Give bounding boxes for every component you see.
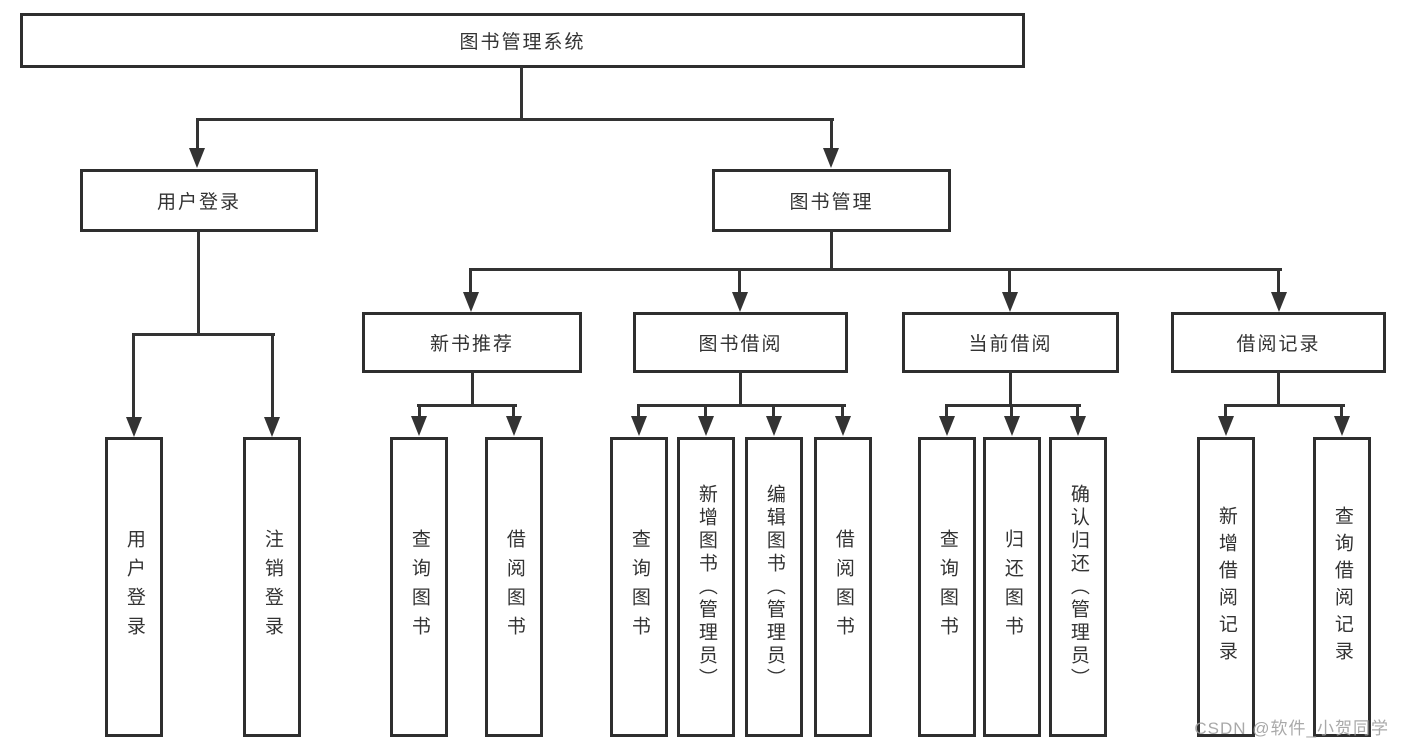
arrowhead-down-icon <box>463 292 479 312</box>
node-label: 查询图书 <box>936 529 958 645</box>
arrowhead-down-icon <box>126 417 142 437</box>
arrowhead-down-icon <box>1271 292 1287 312</box>
connector-line <box>945 404 1081 407</box>
connector-line <box>1340 404 1343 420</box>
node-library-management-system: 图书管理系统 <box>20 13 1025 68</box>
node-label: 图书借阅 <box>698 334 783 355</box>
node-label: 图书管理系统 <box>459 32 586 53</box>
arrowhead-down-icon <box>732 292 748 312</box>
arrowhead-down-icon <box>631 416 647 436</box>
arrowhead-down-icon <box>835 416 851 436</box>
connector-line <box>132 333 135 421</box>
node-leaf-borrow-books-recommend: 借阅图书 <box>485 437 543 737</box>
arrowhead-down-icon <box>1002 292 1018 312</box>
connector-line <box>1277 371 1280 407</box>
arrowhead-down-icon <box>264 417 280 437</box>
connector-line <box>1224 404 1345 407</box>
connector-line <box>1076 404 1079 420</box>
node-leaf-borrow-books: 借阅图书 <box>814 437 872 737</box>
node-label: 借阅记录 <box>1236 334 1321 355</box>
connector-line <box>738 268 741 296</box>
connector-line <box>841 404 844 420</box>
connector-line <box>417 404 517 407</box>
connector-line <box>520 66 523 120</box>
arrowhead-down-icon <box>1218 416 1234 436</box>
node-book-borrowing: 图书借阅 <box>633 312 848 373</box>
connector-line <box>271 333 274 421</box>
node-leaf-query-books-recommend: 查询图书 <box>390 437 448 737</box>
connector-line <box>637 404 640 420</box>
connector-line <box>1009 371 1012 407</box>
arrowhead-down-icon <box>698 416 714 436</box>
node-label: 新增图书（管理员） <box>695 483 717 691</box>
node-label: 编辑图书（管理员） <box>763 483 785 691</box>
arrowhead-down-icon <box>823 148 839 168</box>
node-leaf-query-borrow-record: 查询借阅记录 <box>1313 437 1371 737</box>
connector-line <box>1008 268 1011 296</box>
node-label: 查询借阅记录 <box>1331 506 1353 668</box>
node-label: 新增借阅记录 <box>1215 506 1237 668</box>
arrowhead-down-icon <box>939 416 955 436</box>
node-leaf-user-login: 用户登录 <box>105 437 163 737</box>
arrowhead-down-icon <box>411 416 427 436</box>
node-label: 用户登录 <box>123 529 145 645</box>
node-borrowing-records: 借阅记录 <box>1171 312 1386 373</box>
arrowhead-down-icon <box>1334 416 1350 436</box>
connector-line <box>512 404 515 420</box>
node-current-borrowing: 当前借阅 <box>902 312 1119 373</box>
connector-line <box>196 118 199 152</box>
node-label: 用户登录 <box>156 192 241 213</box>
arrowhead-down-icon <box>766 416 782 436</box>
node-label: 图书管理 <box>789 192 874 213</box>
connector-line <box>945 404 948 420</box>
node-label: 新书推荐 <box>429 334 514 355</box>
node-leaf-query-books-borrowing: 查询图书 <box>610 437 668 737</box>
connector-line <box>418 404 421 420</box>
node-new-book-recommend: 新书推荐 <box>362 312 582 373</box>
node-label: 借阅图书 <box>832 529 854 645</box>
node-leaf-logout: 注销登录 <box>243 437 301 737</box>
connector-line <box>704 404 707 420</box>
node-leaf-return-books: 归还图书 <box>983 437 1041 737</box>
connector-line <box>637 404 846 407</box>
node-label: 查询图书 <box>628 529 650 645</box>
node-leaf-edit-books-admin: 编辑图书（管理员） <box>745 437 803 737</box>
node-leaf-query-books-current: 查询图书 <box>918 437 976 737</box>
connector-line <box>830 118 833 152</box>
node-label: 借阅图书 <box>503 529 525 645</box>
node-label: 归还图书 <box>1001 529 1023 645</box>
connector-line <box>1010 404 1013 420</box>
node-label: 确认归还（管理员） <box>1067 483 1089 691</box>
node-book-management: 图书管理 <box>712 169 951 232</box>
node-leaf-confirm-return-admin: 确认归还（管理员） <box>1049 437 1107 737</box>
connector-line <box>132 333 275 336</box>
csdn-watermark: CSDN @软件_小贺同学 <box>1194 719 1389 738</box>
arrowhead-down-icon <box>1070 416 1086 436</box>
connector-line <box>196 118 834 121</box>
connector-line <box>1277 268 1280 296</box>
arrowhead-down-icon <box>1004 416 1020 436</box>
connector-line <box>830 230 833 270</box>
connector-line <box>197 230 200 335</box>
connector-line <box>469 268 472 296</box>
connector-line <box>772 404 775 420</box>
node-leaf-add-borrow-record: 新增借阅记录 <box>1197 437 1255 737</box>
node-label: 查询图书 <box>408 529 430 645</box>
node-user-login: 用户登录 <box>80 169 318 232</box>
node-label: 当前借阅 <box>968 334 1053 355</box>
arrowhead-down-icon <box>506 416 522 436</box>
arrowhead-down-icon <box>189 148 205 168</box>
connector-line <box>739 371 742 407</box>
node-leaf-add-books-admin: 新增图书（管理员） <box>677 437 735 737</box>
connector-line <box>1224 404 1227 420</box>
connector-line <box>469 268 1282 271</box>
connector-line <box>471 371 474 407</box>
node-label: 注销登录 <box>261 529 283 645</box>
